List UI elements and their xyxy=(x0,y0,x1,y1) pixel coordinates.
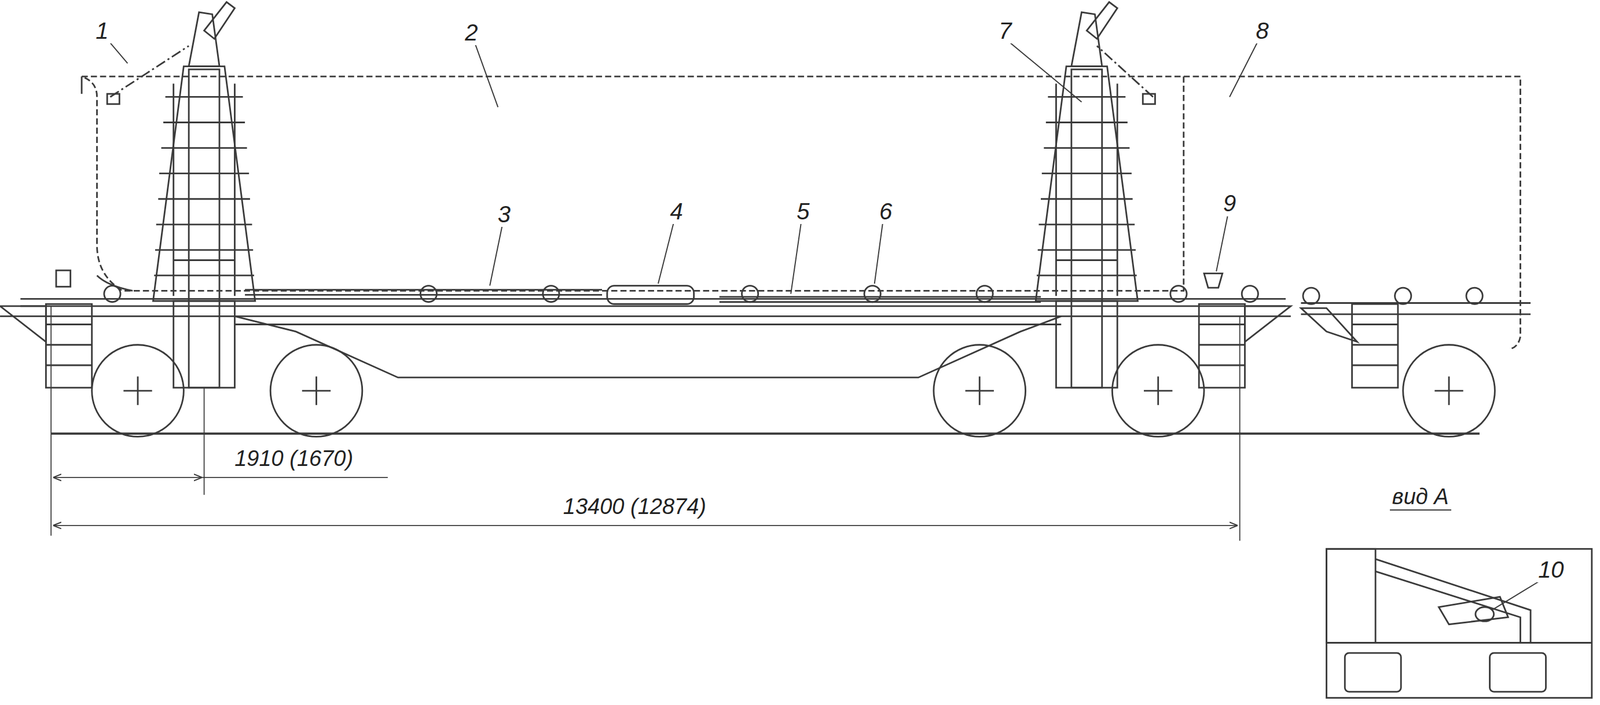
view-label: вид А xyxy=(1389,485,1452,511)
callout-number: 3 xyxy=(495,201,513,227)
callout-number: 9 xyxy=(1220,190,1239,216)
callout-number: 8 xyxy=(1253,17,1271,44)
callout-number: 10 xyxy=(1535,556,1567,583)
callout-number: 1 xyxy=(93,17,111,44)
callout-number: 5 xyxy=(794,198,812,225)
callout-number: 7 xyxy=(996,17,1014,44)
dimension-label: 13400 (12874) xyxy=(560,494,709,520)
callout-number: 6 xyxy=(876,198,895,225)
dimension-label: 1910 (1670) xyxy=(232,446,356,472)
callout-number: 2 xyxy=(462,19,480,46)
callout-number: 4 xyxy=(668,198,686,225)
